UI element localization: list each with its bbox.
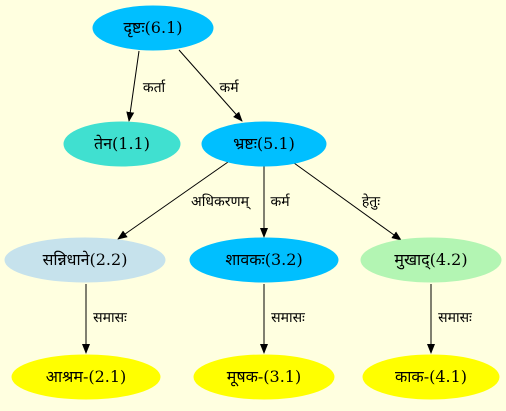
- edge-label-n51-n32: कर्म: [270, 193, 290, 210]
- edge-label-n61-n51: कर्म: [219, 79, 239, 96]
- node-n22: सन्निधाने(2.2): [4, 237, 166, 283]
- edge-label-n32-n31: समासः: [271, 310, 306, 326]
- node-n11: तेन(1.1): [63, 121, 181, 167]
- edge-arrow-n51-n42: [293, 162, 402, 241]
- node-label-n31: मूषक-(3.1): [227, 367, 301, 387]
- node-n41: काक-(4.1): [362, 354, 500, 400]
- node-n32: शावकः(3.2): [189, 237, 339, 283]
- node-shape-n11: [63, 121, 181, 167]
- node-label-n32: शावकः(3.2): [225, 250, 302, 269]
- node-label-n21: आश्रम-(2.1): [46, 367, 127, 386]
- node-label-n51: भ्रष्टः(5.1): [233, 134, 295, 153]
- edge-arrow-n61-n11: [126, 50, 140, 122]
- edges-layer: कर्ता कर्म अधिकरणम् कर्म हेतुः समासः समासः समास…: [82, 49, 473, 354]
- node-n21: आश्रम-(2.1): [11, 354, 161, 400]
- node-label-n42: मुखाद्(4.2): [394, 250, 467, 271]
- edge-arrow-n51-n22: [117, 161, 229, 240]
- node-label-n41: काक-(4.1): [395, 367, 467, 386]
- edge-label-n51-n42: हेतुः: [362, 193, 381, 210]
- node-label-n22: सन्निधाने(2.2): [43, 250, 128, 269]
- node-n42: मुखाद्(4.2): [360, 237, 502, 283]
- node-shape-n22: [4, 237, 166, 283]
- node-shape-n31: [193, 354, 335, 400]
- node-shape-n42: [360, 237, 502, 283]
- node-label-n11: तेन(1.1): [94, 134, 150, 153]
- nodes-layer: दृष्टः(6.1) तेन(1.1) भ्रष्टः(5.1) सन्निधाने…: [4, 5, 502, 400]
- node-n61: दृष्टः(6.1): [92, 5, 214, 51]
- edge-label-n61-n11: कर्ता: [143, 79, 166, 96]
- edge-label-n42-n41: समासः: [438, 310, 473, 326]
- edge-label-n22-n21: समासः: [93, 310, 128, 326]
- edge-arrow-n61-n51: [178, 49, 243, 122]
- node-shape-n51: [201, 121, 327, 167]
- node-n31: मूषक-(3.1): [193, 354, 335, 400]
- node-label-n61: दृष्टः(6.1): [123, 18, 182, 38]
- node-shape-n32: [189, 237, 339, 283]
- node-shape-n21: [11, 354, 161, 400]
- node-shape-n41: [362, 354, 500, 400]
- node-shape-n61: [92, 5, 214, 51]
- node-n51: भ्रष्टः(5.1): [201, 121, 327, 167]
- edge-label-n51-n22: अधिकरणम्: [191, 193, 251, 210]
